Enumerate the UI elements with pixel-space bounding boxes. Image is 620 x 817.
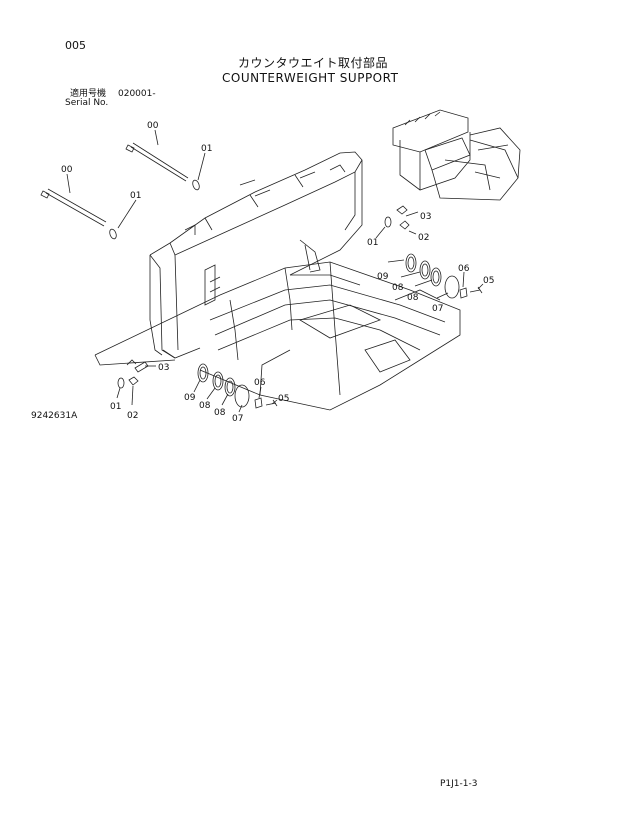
frame-chassis [94, 239, 461, 411]
callout-08: 08 [214, 408, 226, 418]
shim-08-left-a [212, 371, 224, 391]
plate-07-left [234, 384, 250, 408]
callout-06: 06 [254, 378, 266, 388]
callout-07: 07 [432, 304, 443, 314]
nut-02-left [128, 376, 139, 386]
callout-05: 05 [278, 394, 289, 404]
serial-label-english: Serial No. [65, 98, 109, 108]
page-code: P1J1-1-3 [440, 779, 478, 789]
callout-01: 01 [201, 144, 212, 154]
callout-08: 08 [407, 293, 419, 303]
callout-labels: 00 01 00 01 03 02 01 09 08 08 07 06 05 0… [61, 121, 494, 424]
callout-03: 03 [158, 363, 169, 373]
title-japanese: カウンタウエイト取付部品 [238, 56, 389, 70]
callout-01: 01 [130, 191, 141, 201]
bracket-03-left [126, 359, 137, 366]
nut-02-right [399, 220, 410, 230]
callout-08: 08 [199, 401, 211, 411]
bolt-05-right [469, 286, 483, 294]
bolt-00-lower [40, 188, 107, 227]
washer-01-lower [109, 228, 117, 240]
serial-label-japanese: 適用号機 [70, 89, 107, 99]
page-number: 005 [65, 39, 86, 52]
washer-01-right [384, 216, 392, 228]
serial-range: 020001- [118, 89, 156, 99]
title-english: COUNTERWEIGHT SUPPORT [222, 71, 399, 85]
plate-07-right [444, 275, 460, 299]
figure-number: 9242631A [31, 411, 78, 421]
callout-08: 08 [392, 283, 404, 293]
callout-09: 09 [184, 393, 196, 403]
callout-00: 00 [61, 165, 73, 175]
callout-06: 06 [458, 264, 470, 274]
callout-05: 05 [483, 276, 494, 286]
bolt-00-upper [125, 142, 189, 182]
lockplate-06-right [459, 287, 468, 299]
shim-08-right-b [430, 267, 442, 287]
shim-09-right [405, 253, 417, 273]
washer-01-left [117, 377, 125, 389]
callout-02: 02 [127, 411, 138, 421]
callout-01: 01 [110, 402, 121, 412]
machine-inset-drawing [392, 109, 521, 201]
callout-01: 01 [367, 238, 378, 248]
bracket-03-right [396, 205, 408, 215]
shim-08-left-b [224, 377, 236, 397]
callout-02: 02 [418, 233, 429, 243]
callout-03: 03 [420, 212, 431, 222]
callout-07: 07 [232, 414, 243, 424]
shim-09-left [197, 363, 209, 383]
counterweight-block [149, 151, 363, 359]
callout-00: 00 [147, 121, 159, 131]
bolt-05-left [265, 399, 278, 407]
washer-01-upper [192, 179, 200, 191]
lockplate-06-left [254, 397, 263, 409]
shim-08-right-a [419, 260, 431, 280]
callout-09: 09 [377, 272, 389, 282]
